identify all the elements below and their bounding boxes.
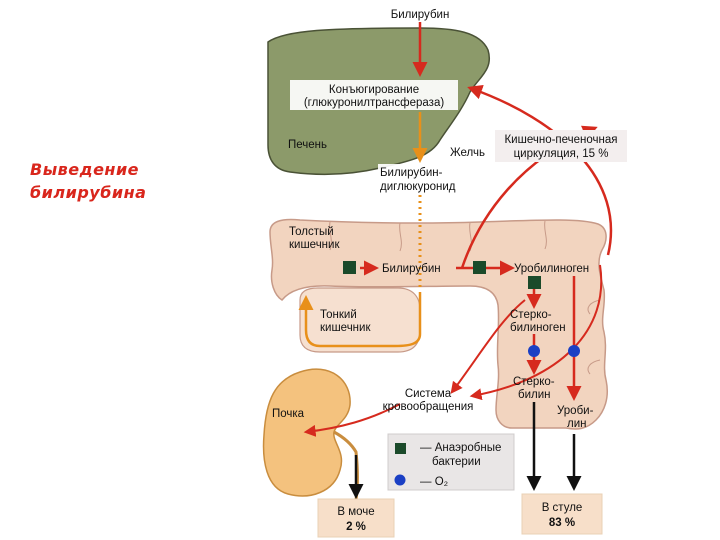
label-feces-pct: 83 % [549,517,575,529]
small-intestine-shape [299,287,421,353]
label-kidney: Почка [272,408,305,420]
slide-title-line2: билирубина [30,183,147,202]
label-stercobilinogen: Стерко- [510,309,552,321]
label-stercobilinogen-2: билиноген [510,322,566,334]
label-stercobilin: Стерко- [513,376,555,388]
label-urobilin-2: лин [567,418,587,430]
label-stercobilin-2: билин [518,389,551,401]
label-urine: В моче [337,506,374,518]
arrow-circulation-to-kidney [303,403,401,437]
label-conjugation: Конъюгирование [329,84,419,96]
label-bilirubin-gut: Билирубин [382,263,441,275]
label-urobilin: Уроби- [557,405,594,417]
label-bilirubin-top: Билирубин [391,9,450,21]
feces-box [521,493,603,535]
bacteria-icon-2 [473,261,486,274]
label-small-intestine-2: кишечник [320,322,371,334]
urine-box [317,498,395,538]
legend-bacteria-label: — Анаэробные [420,442,501,454]
label-feces: В стуле [542,502,583,514]
label-enterohepatic: Кишечно-печеночная [504,134,617,146]
label-small-intestine: Тонкий [320,309,357,321]
label-circulation-2: кровообращения [383,401,474,413]
legend-bacteria-icon [395,443,406,454]
label-urine-pct: 2 % [346,521,366,533]
label-urobilinogen: Уробилиноген [514,263,589,275]
label-circulation: Система [405,388,452,400]
label-diglucuronide-2: диглюкуронид [380,181,456,193]
arrow-small-intestine-loop [298,292,422,348]
slide-title-line1: Выведение [30,160,140,179]
legend-bacteria-label-2: бактерии [432,456,481,468]
slide-title: Выведение билирубина [30,158,180,204]
bacteria-icon-1 [343,261,356,274]
legend-oxygen-label: — O₂ [420,476,448,488]
label-diglucuronide: Билирубин- [380,167,443,179]
bacteria-icon-3 [528,276,541,289]
arrow-intestine-to-circulation [450,299,526,394]
oxygen-icon-1 [528,345,540,357]
legend-box [387,433,515,491]
label-enterohepatic-pct: циркуляция, 15 % [514,148,609,160]
label-conjugation-enzyme: (глюкуронилтрансфераза) [304,97,445,109]
label-liver: Печень [288,139,327,151]
oxygen-icon-2 [568,345,580,357]
label-bile: Желчь [450,147,485,159]
label-large-intestine-2: кишечник [289,239,340,251]
legend-oxygen-icon [394,474,406,486]
label-large-intestine: Толстый [289,226,334,238]
